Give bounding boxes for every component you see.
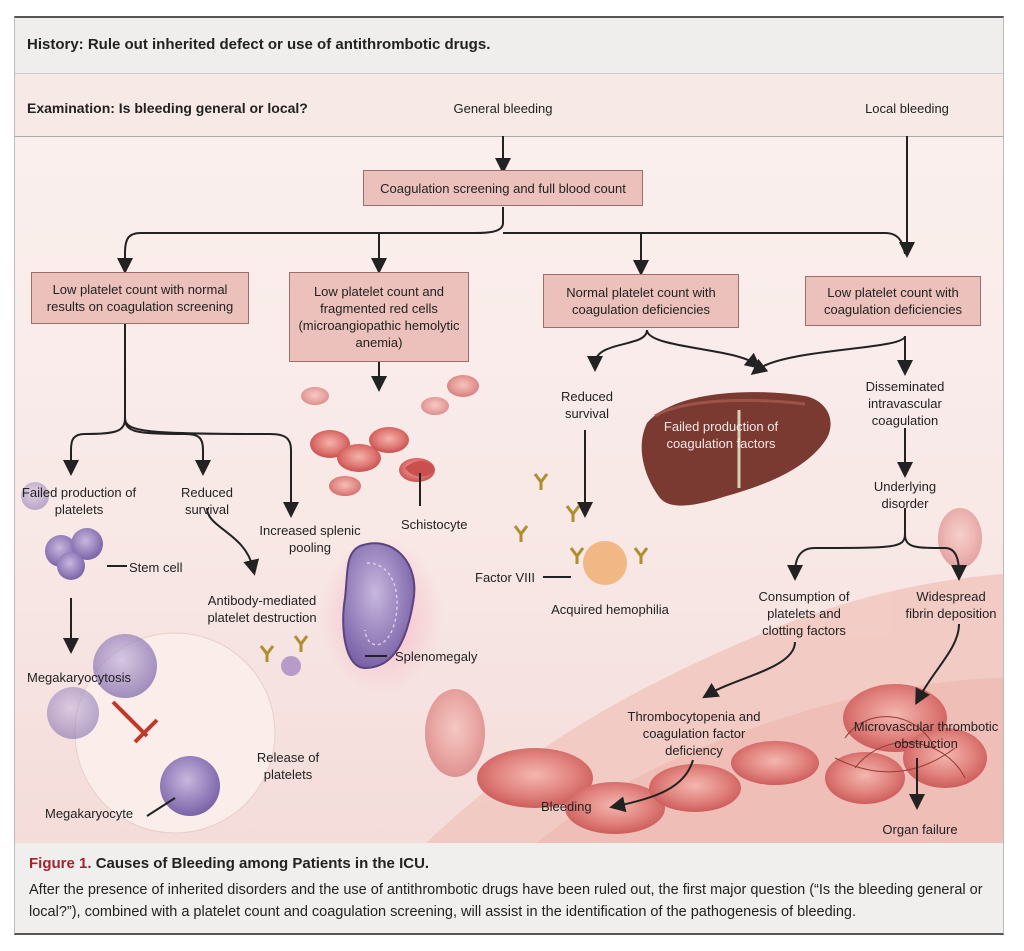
history-bar: History: Rule out inherited defect or us… <box>15 18 1003 74</box>
release-of-platelets-label: Release of platelets <box>256 750 320 782</box>
thrombocytopenia-label: Thrombocytopenia and coagulation factor … <box>627 709 761 758</box>
schistocyte-label: Schistocyte <box>401 517 468 532</box>
organ-failure-label: Organ failure <box>882 822 958 837</box>
microvascular-label: Microvascular thrombotic obstruction <box>853 719 999 751</box>
acquired-hemophilia-label: Acquired hemophilia <box>551 602 669 617</box>
underlying-disorder-label: Underlying disorder <box>873 479 937 511</box>
acquired-hemophilia-illustration <box>583 541 627 585</box>
increased-splenic-pooling-label: Increased splenic pooling <box>259 523 361 555</box>
failed-production-platelets-label: Failed production of platelets <box>21 485 137 517</box>
blood-vessel-illustration <box>425 508 1003 844</box>
inhibition-icon <box>111 700 159 744</box>
screening-box: Coagulation screening and full blood cou… <box>363 170 643 206</box>
bleeding-label: Bleeding <box>541 799 592 814</box>
spleen-illustration <box>319 538 443 694</box>
megakaryocytosis-label: Megakaryocytosis <box>27 670 132 685</box>
box-low-platelet-normal: Low platelet count with normal results o… <box>31 272 249 324</box>
stem-cell-illustration <box>21 482 103 580</box>
failed-production-coag-label: Failed production of coagulation factors <box>663 419 779 451</box>
splenomegaly-label: Splenomegaly <box>395 649 478 664</box>
megakaryocyte-label: Megakaryocyte <box>45 806 134 821</box>
antibody-mediated-label: Antibody-mediated platelet destruction <box>207 593 317 625</box>
megakaryocyte-illustration <box>47 632 276 834</box>
platelet-destruction-illustration <box>281 656 301 676</box>
consumption-label: Consumption of platelets and clotting fa… <box>758 589 850 638</box>
figure-label: Figure 1. <box>29 855 92 872</box>
history-text: History: Rule out inherited defect or us… <box>27 36 491 53</box>
liver-illustration <box>641 392 831 506</box>
dic-label: Disseminated intravascular coagulation <box>865 379 945 428</box>
caption-title: Figure 1. Causes of Bleeding among Patie… <box>29 855 429 872</box>
factor-viii-label: Factor VIII <box>475 570 535 585</box>
flow-arrows <box>63 136 967 817</box>
box-low-platelet-fragmented: Low platelet count and fragmented red ce… <box>289 272 469 362</box>
widespread-fibrin-label: Widespread fibrin deposition <box>905 589 997 621</box>
reduced-survival-mid-label: Reduced survival <box>560 389 614 421</box>
reduced-survival-left-label: Reduced survival <box>180 485 234 517</box>
stem-cell-label: Stem cell <box>129 560 183 575</box>
red-cell-illustration <box>301 375 479 496</box>
examination-question: Examination: Is bleeding general or loca… <box>27 100 308 116</box>
antibody-icon <box>259 473 649 662</box>
box-normal-platelet-deficiencies: Normal platelet count with coagulation d… <box>543 274 739 328</box>
caption-heading: Causes of Bleeding among Patients in the… <box>95 855 430 872</box>
diagram-graphics <box>21 136 1003 844</box>
examination-row <box>15 74 1003 137</box>
general-bleeding-label: General bleeding <box>453 101 553 116</box>
caption-body: After the presence of inherited disorder… <box>29 882 983 920</box>
figure-panel: History: Rule out inherited defect or us… <box>14 16 1004 844</box>
local-bleeding-label: Local bleeding <box>865 101 949 116</box>
box-low-platelet-deficiencies: Low platelet count with coagulation defi… <box>805 276 981 326</box>
figure-caption: Figure 1. Causes of Bleeding among Patie… <box>14 843 1004 935</box>
